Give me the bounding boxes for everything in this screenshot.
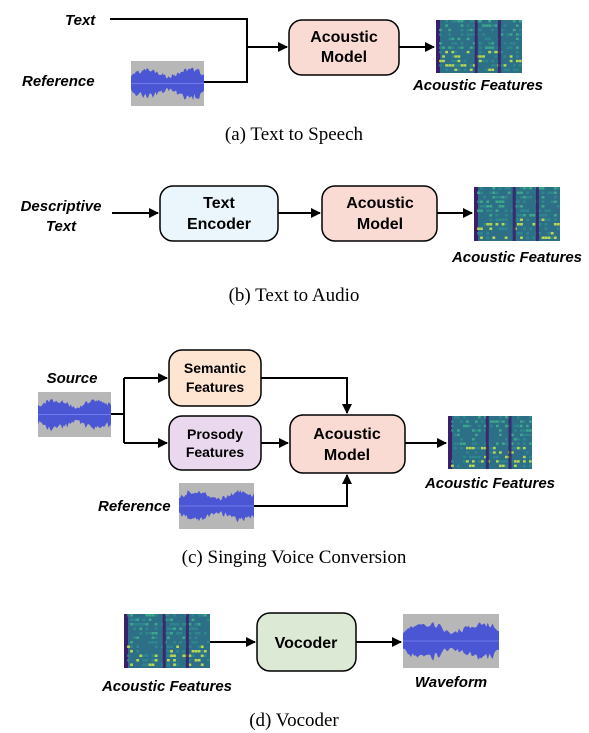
svg-text:Features: Features [186, 444, 245, 460]
output-waveform-image [403, 614, 499, 668]
vocoder-box: Vocoder [256, 612, 357, 672]
acoustic-features-label: Acoustic Features [101, 678, 232, 695]
svg-text:Text: Text [203, 195, 235, 212]
acoustic-features-spectrogram-image [124, 614, 210, 668]
panel-a: Text Reference Acoustic Model Acoustic F… [22, 12, 543, 145]
svg-text:Model: Model [357, 216, 403, 233]
svg-text:Acoustic: Acoustic [310, 29, 378, 46]
svg-text:Encoder: Encoder [187, 216, 251, 233]
semantic-features-box: Semantic Features [168, 349, 262, 407]
svg-text:Model: Model [321, 49, 367, 66]
svg-text:Vocoder: Vocoder [275, 635, 338, 652]
svg-text:Semantic: Semantic [184, 360, 246, 376]
reference-waveform-image [179, 483, 254, 529]
prosody-features-box: Prosody Features [168, 415, 262, 471]
acoustic-model-box: Acoustic Model [289, 414, 406, 474]
waveform-label: Waveform [415, 674, 487, 691]
source-label: Source [47, 370, 98, 387]
arrow-semantic-to-model [261, 377, 352, 414]
reference-input-label: Reference [22, 73, 95, 90]
descriptive-text-label-line1: Descriptive [21, 198, 102, 215]
acoustic-features-spectrogram-image [448, 416, 532, 469]
source-waveform-image [38, 392, 111, 437]
text-encoder-box: Text Encoder [159, 185, 279, 242]
acoustic-features-label: Acoustic Features [424, 475, 555, 492]
panel-c: Source Semantic Features Prosody Feature… [38, 349, 555, 568]
acoustic-features-spectrogram-image [474, 187, 560, 241]
caption-b: (b) Text to Audio [229, 285, 360, 306]
descriptive-text-label-line2: Text [46, 218, 77, 235]
panel-d: Acoustic Features Vocoder Waveform (d) V… [101, 612, 499, 731]
svg-text:Acoustic: Acoustic [346, 195, 414, 212]
connector-line [110, 18, 248, 83]
caption-c: (c) Singing Voice Conversion [182, 547, 407, 568]
acoustic-model-box: Acoustic Model [288, 19, 400, 76]
acoustic-model-box: Acoustic Model [321, 185, 438, 242]
arrow-reference-to-model [254, 474, 352, 507]
panel-b: Descriptive Text Text Encoder Acoustic M… [21, 185, 582, 306]
reference-label: Reference [98, 498, 171, 515]
svg-text:Features: Features [186, 379, 245, 395]
acoustic-features-label: Acoustic Features [412, 77, 543, 94]
acoustic-features-label: Acoustic Features [451, 249, 582, 266]
caption-d: (d) Vocoder [249, 710, 339, 731]
reference-waveform-image [131, 61, 204, 106]
svg-text:Prosody: Prosody [187, 426, 243, 442]
svg-text:Acoustic: Acoustic [313, 426, 381, 443]
acoustic-features-spectrogram-image [436, 20, 522, 73]
text-input-label: Text [65, 12, 96, 29]
caption-a: (a) Text to Speech [225, 124, 364, 145]
svg-text:Model: Model [324, 447, 370, 464]
